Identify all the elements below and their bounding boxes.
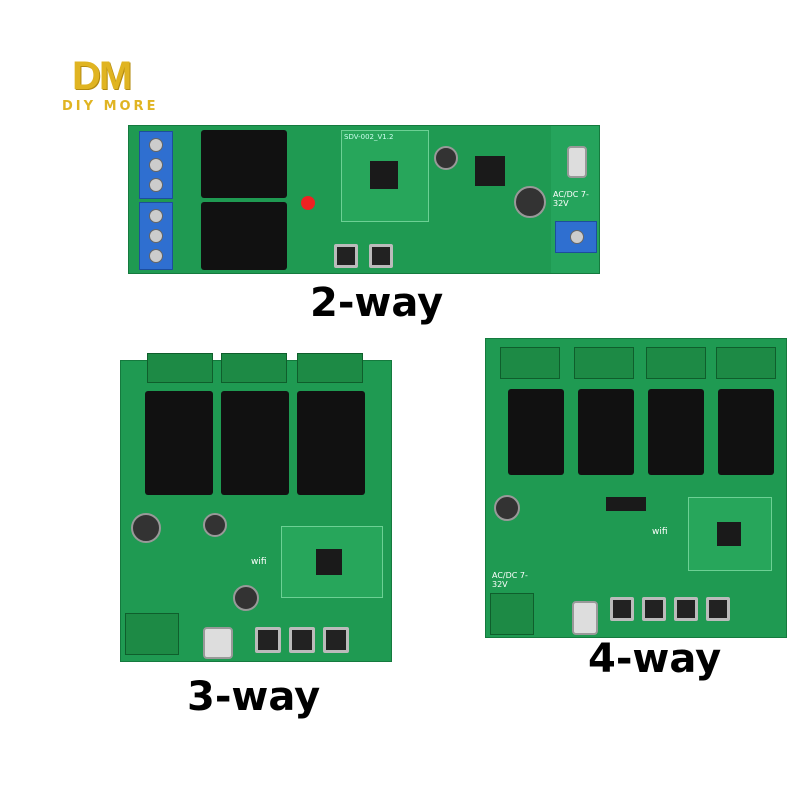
relay xyxy=(145,391,213,495)
usb-c-port xyxy=(567,146,587,178)
button xyxy=(642,597,666,621)
terminal-block xyxy=(716,347,776,379)
power-terminal xyxy=(555,221,597,253)
capacitor xyxy=(434,146,458,170)
terminal-block xyxy=(297,353,363,383)
board-text: wifi xyxy=(251,557,267,567)
brand-logo-text: DIY MORE xyxy=(62,99,159,114)
label-4-way: 4-way xyxy=(588,636,722,682)
brand-logo-mark: DM xyxy=(72,54,132,98)
label-3-way: 3-way xyxy=(187,674,321,720)
screw xyxy=(149,249,163,263)
label-2-way: 2-way xyxy=(310,280,444,326)
usb-c-port xyxy=(203,627,233,659)
screw xyxy=(149,209,163,223)
button xyxy=(674,597,698,621)
power-text: AC/DC 7-32V xyxy=(553,190,589,208)
board-3-way: wifi xyxy=(120,353,392,662)
terminal-block xyxy=(221,353,287,383)
inductor xyxy=(475,156,505,186)
ic xyxy=(606,497,646,511)
power-section: AC/DC 7-32V xyxy=(551,126,599,273)
terminal-block xyxy=(574,347,634,379)
button xyxy=(706,597,730,621)
relay xyxy=(508,389,564,475)
terminal-block xyxy=(500,347,560,379)
wifi-module xyxy=(281,526,383,598)
capacitor xyxy=(203,513,227,537)
wifi-module xyxy=(688,497,772,571)
terminal-block xyxy=(139,131,173,199)
terminal-block xyxy=(139,202,173,270)
usb-c-port xyxy=(572,601,598,635)
terminal-block xyxy=(646,347,706,379)
button xyxy=(255,627,281,653)
chip xyxy=(717,522,741,546)
relay xyxy=(718,389,774,475)
chip xyxy=(370,161,398,189)
button xyxy=(323,627,349,653)
chip xyxy=(316,549,342,575)
power-terminal xyxy=(125,613,179,655)
board-4-way: wifi AC/DC 7-32V xyxy=(485,338,787,638)
button xyxy=(334,244,358,268)
wifi-module: SDV-002_V1.2 xyxy=(341,130,429,222)
screw xyxy=(149,158,163,172)
relay xyxy=(297,391,365,495)
capacitor xyxy=(233,585,259,611)
capacitor xyxy=(494,495,520,521)
board-text: SDV-002_V1.2 xyxy=(344,133,394,141)
terminal-block xyxy=(147,353,213,383)
relay xyxy=(201,130,287,198)
screw xyxy=(149,229,163,243)
relay xyxy=(201,202,287,270)
screw xyxy=(149,138,163,152)
capacitor xyxy=(131,513,161,543)
button xyxy=(289,627,315,653)
capacitor xyxy=(514,186,546,218)
relay xyxy=(648,389,704,475)
board-2-way: SDV-002_V1.2 AC/DC 7-32V xyxy=(128,125,600,274)
relay xyxy=(221,391,289,495)
button xyxy=(610,597,634,621)
led xyxy=(301,196,315,210)
button xyxy=(369,244,393,268)
board-text: wifi xyxy=(652,527,668,537)
relay xyxy=(578,389,634,475)
power-terminal xyxy=(490,593,534,635)
screw xyxy=(149,178,163,192)
power-text: AC/DC 7-32V xyxy=(492,571,528,589)
screw xyxy=(570,230,584,244)
